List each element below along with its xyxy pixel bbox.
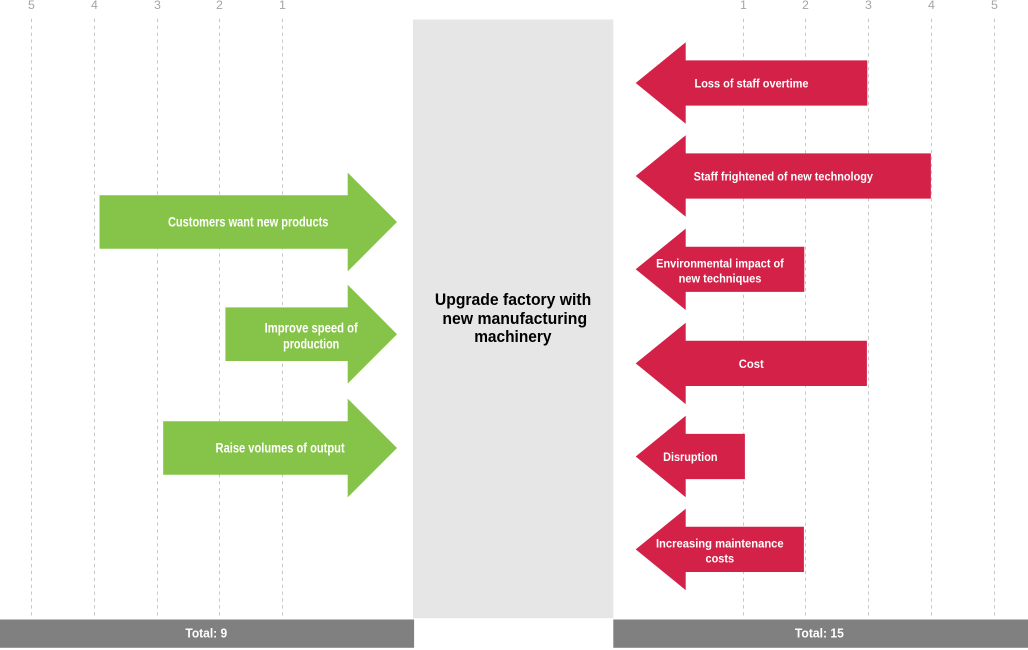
svg-text:3: 3	[154, 0, 161, 12]
svg-text:1: 1	[279, 0, 286, 12]
svg-text:5: 5	[991, 0, 998, 12]
svg-text:new manufacturing: new manufacturing	[442, 309, 587, 328]
svg-text:production: production	[283, 337, 339, 352]
svg-text:Disruption: Disruption	[663, 450, 717, 464]
svg-text:4: 4	[91, 0, 98, 12]
svg-text:Staff frightened of new techno: Staff frightened of new technology	[694, 169, 873, 183]
svg-text:Environmental impact of: Environmental impact of	[656, 256, 784, 270]
svg-text:4: 4	[928, 0, 935, 12]
svg-text:Customers want new products: Customers want new products	[168, 215, 329, 230]
svg-text:machinery: machinery	[474, 327, 552, 346]
svg-text:Increasing maintenance: Increasing maintenance	[656, 536, 784, 550]
svg-text:Total: 15: Total: 15	[795, 626, 844, 641]
svg-text:3: 3	[865, 0, 872, 12]
svg-text:Improve speed of: Improve speed of	[265, 320, 359, 335]
svg-text:costs: costs	[706, 551, 735, 565]
svg-text:new techniques: new techniques	[679, 271, 762, 285]
svg-text:Loss of staff overtime: Loss of staff overtime	[695, 76, 809, 90]
svg-text:1: 1	[740, 0, 747, 12]
svg-text:Raise volumes of output: Raise volumes of output	[216, 441, 346, 456]
svg-text:Total: 9: Total: 9	[185, 626, 227, 641]
svg-text:Upgrade factory with: Upgrade factory with	[435, 290, 591, 309]
svg-text:2: 2	[216, 0, 223, 12]
svg-text:Cost: Cost	[739, 357, 764, 371]
svg-text:5: 5	[28, 0, 35, 12]
svg-text:2: 2	[802, 0, 809, 12]
